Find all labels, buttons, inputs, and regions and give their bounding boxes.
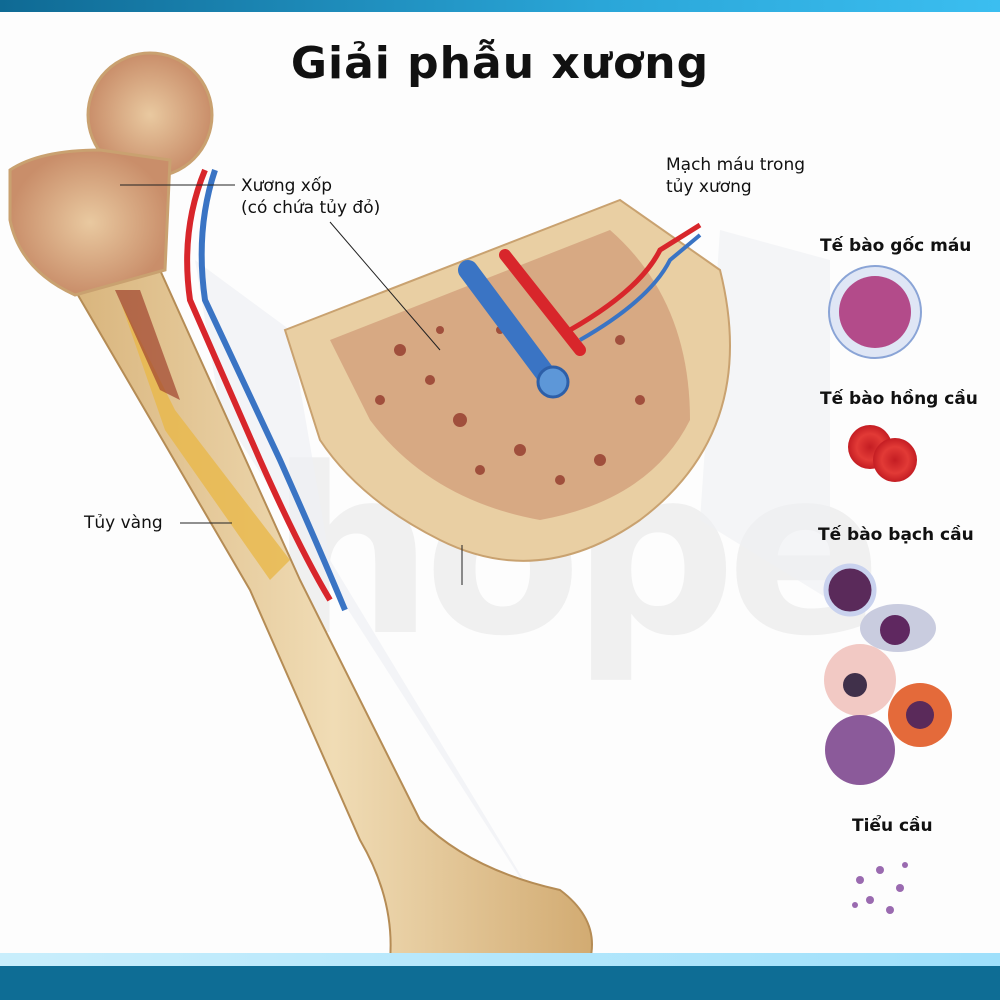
red-blood-cell — [873, 438, 917, 482]
zoom-beam — [195, 260, 560, 940]
vein — [198, 169, 348, 612]
artery — [184, 168, 333, 602]
yellow-marrow — [120, 300, 290, 580]
vessel-opening — [536, 365, 570, 399]
label-line: Mạch máu trong — [666, 155, 806, 175]
femur-shaft — [73, 268, 593, 961]
label-white-blood-cell: Tế bào bạch cầu — [818, 525, 974, 545]
label-yellow-marrow: Tủy vàng — [84, 513, 163, 533]
label-spongy-bone: Xương xốp (có chứa tủy đỏ) — [241, 175, 380, 219]
zoom-beam-right — [700, 230, 830, 600]
label-marrow-vessels: Mạch máu trong tủy xương — [666, 154, 805, 198]
page-title: Giải phẫu xương — [290, 38, 710, 89]
label-stem-cell: Tế bào gốc máu — [820, 236, 972, 256]
label-line: (có chứa tủy đỏ) — [241, 198, 381, 218]
white-blood-cell — [825, 715, 895, 785]
footer-band-light — [0, 953, 1000, 966]
white-blood-cell — [823, 563, 877, 617]
platelets — [852, 862, 908, 914]
label-line: tủy xương — [666, 177, 752, 197]
footer-band-dark — [0, 966, 1000, 1000]
top-bar — [0, 0, 1000, 12]
label-line: Xương xốp — [241, 176, 333, 196]
femur-neck — [8, 148, 172, 297]
label-red-blood-cell: Tế bào hồng cầu — [820, 389, 978, 409]
label-platelets: Tiểu cầu — [852, 816, 933, 836]
